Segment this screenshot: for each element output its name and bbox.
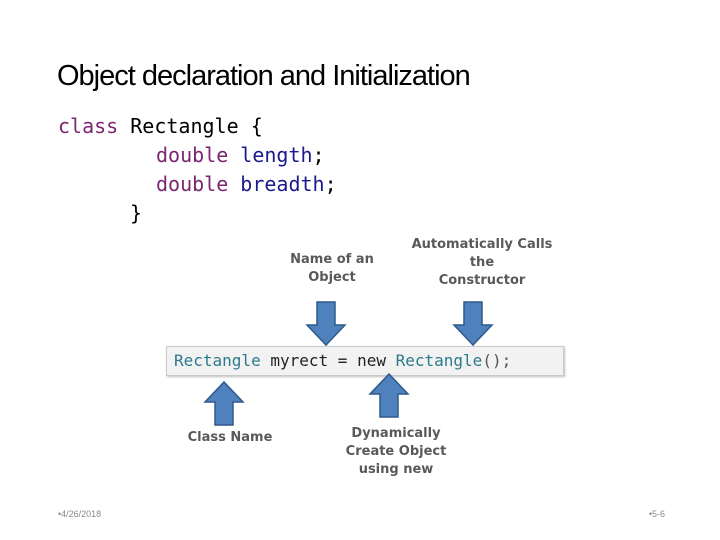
footer-date: •4/26/2018	[58, 509, 102, 519]
callout-class-name: Class Name	[180, 429, 280, 447]
code-line-class: class Rectangle {	[58, 112, 263, 141]
arrow-up-icon	[203, 380, 245, 426]
callout-dynamic-create: Dynamically Create Object using new	[336, 425, 456, 479]
arrow-up-icon	[368, 372, 410, 418]
callout-line: Constructor	[438, 273, 526, 288]
statement-equals: =	[337, 351, 348, 370]
callout-line: Name of an	[290, 252, 374, 267]
callout-line: Class Name	[187, 430, 273, 445]
code-field-length: length	[240, 143, 313, 167]
code-line-length: double length;	[156, 141, 325, 170]
code-line-close: }	[130, 199, 142, 228]
code-semicolon: ;	[312, 143, 325, 167]
code-open-brace: {	[250, 114, 263, 138]
callout-line: the	[469, 255, 495, 270]
code-line-breadth: double breadth;	[156, 170, 337, 199]
statement-object-name: myrect	[270, 351, 329, 370]
statement-new-keyword: new	[357, 351, 386, 370]
code-field-breadth: breadth	[240, 172, 325, 196]
code-type-double: double	[156, 143, 229, 167]
code-close-brace: }	[130, 201, 143, 225]
code-type-double: double	[156, 172, 229, 196]
callout-line: Automatically Calls	[411, 237, 553, 252]
arrow-down-icon	[305, 301, 347, 347]
callout-line: Dynamically	[351, 426, 441, 441]
arrow-down-icon	[452, 301, 494, 347]
statement-class-name: Rectangle	[174, 351, 261, 370]
callout-line: Create Object	[345, 444, 447, 459]
statement-tail: ();	[482, 351, 512, 370]
code-class-name: Rectangle	[130, 114, 239, 138]
code-semicolon: ;	[324, 172, 337, 196]
callout-calls-constructor: Automatically Calls the Constructor	[402, 236, 562, 290]
callout-line: Object	[308, 270, 356, 285]
footer-page-number: •5-6	[648, 509, 665, 519]
callout-name-of-object: Name of an Object	[280, 251, 384, 287]
code-keyword-class: class	[58, 114, 119, 138]
callout-line: using new	[358, 462, 434, 477]
object-creation-statement: Rectangle myrect = new Rectangle();	[166, 346, 564, 376]
slide-title: Object declaration and Initialization	[57, 60, 471, 92]
statement-constructor: Rectangle	[395, 351, 483, 370]
